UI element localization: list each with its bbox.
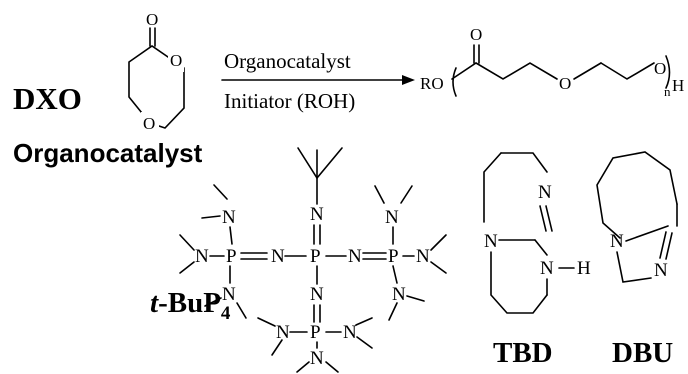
svg-text:N: N [538,182,552,203]
svg-text:N: N [654,260,668,281]
reagent-bottom: Initiator (ROH) [224,89,355,113]
svg-text:N: N [310,284,324,305]
arrow-head [402,75,415,85]
svg-text:N: N [348,246,362,267]
repeat-bracket-left [452,67,457,97]
dbu-structure: N N DBU [596,151,678,369]
svg-text:N: N [276,322,290,343]
dxo-carbonyl-o: O [146,10,158,29]
svg-text:N: N [385,207,399,228]
svg-text:N: N [271,246,285,267]
product-ether-o: O [559,74,571,93]
svg-text:N: N [310,204,324,225]
section-title: Organocatalyst [13,138,203,168]
svg-text:N: N [392,284,406,305]
svg-text:N: N [484,231,498,252]
catalyst-name-tbup4: t-BuP4 [150,287,231,324]
product-polymer: RO O O O n H [420,25,684,99]
repeat-subscript: n [664,84,671,99]
reagent-top: Organocatalyst [224,49,351,73]
repeat-bracket-right [665,55,671,89]
product-ro: RO [420,74,444,93]
svg-text:P: P [310,322,321,343]
svg-text:N: N [222,207,236,228]
svg-text:P: P [388,246,399,267]
svg-text:H: H [577,258,591,279]
svg-text:N: N [540,258,554,279]
svg-text:N: N [310,348,324,369]
reaction-arrow: Organocatalyst Initiator (ROH) [221,49,415,113]
svg-text:N: N [195,246,209,267]
t-bup4-structure: N P N P N N N N P N N [150,147,447,373]
product-end-o: O [654,59,666,78]
central-p: P [310,246,321,267]
dxo-ring-o1: O [170,51,182,70]
svg-text:N: N [343,322,357,343]
catalyst-name-dbu: DBU [612,337,673,369]
catalyst-name-tbd: TBD [493,337,553,369]
svg-text:N: N [416,246,430,267]
svg-text:N: N [222,284,236,305]
tbd-structure: N N N H TBD [483,152,591,369]
svg-text:N: N [610,231,624,252]
dxo-ring-o2: O [143,114,155,133]
product-carbonyl-o: O [470,25,482,44]
svg-text:P: P [226,246,237,267]
product-end-h: H [672,76,684,95]
dxo-monomer: DXO O O O [13,10,185,134]
monomer-label: DXO [13,81,82,116]
